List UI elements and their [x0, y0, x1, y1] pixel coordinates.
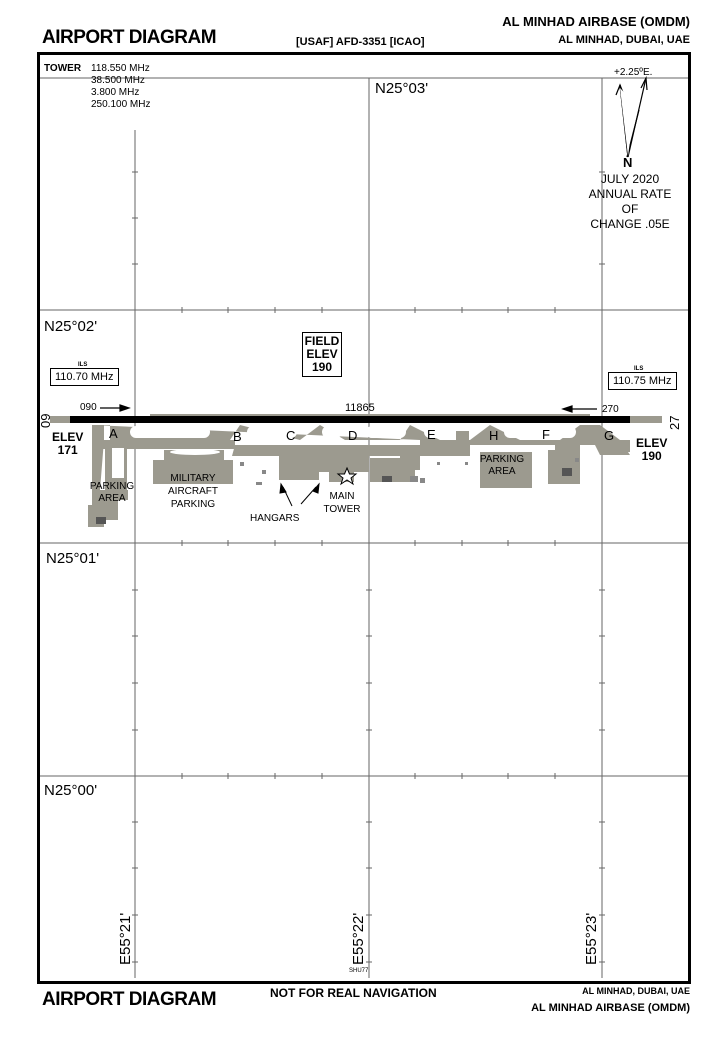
- taxiway-label: B: [233, 429, 242, 444]
- parking-area-east-label: PARKING AREA: [479, 454, 525, 478]
- longitude-label: E55°22': [350, 912, 367, 965]
- diagram-frame: [37, 52, 691, 984]
- taxiway-label: H: [489, 428, 499, 443]
- field-elev-text: FIELD: [304, 334, 340, 348]
- magnetic-date: JULY 2020: [600, 172, 660, 186]
- magnetic-info: JULY 2020 ANNUAL RATE OF CHANGE .05E: [580, 172, 680, 232]
- label-text: MILITARY: [170, 473, 216, 484]
- runway-elevation-west: ELEV 171: [52, 431, 83, 457]
- diagram-title: AIRPORT DIAGRAM: [42, 27, 217, 48]
- tower-freq: 3.800 MHz: [91, 87, 140, 98]
- label-text: MAIN: [329, 491, 355, 502]
- elev-value: 190: [641, 449, 662, 463]
- magnetic-rate: ANNUAL RATE OF: [588, 187, 672, 216]
- label-text: AREA: [98, 493, 126, 504]
- latitude-label: N25°03': [375, 80, 429, 97]
- tower-frequencies: 118.550 MHz 38.500 MHz 3.800 MHz 250.100…: [91, 63, 150, 111]
- airport-name: AL MINHAD AIRBASE (OMDM): [502, 14, 690, 29]
- taxiway-label: A: [109, 426, 118, 441]
- tower-freq: 38.500 MHz: [91, 75, 145, 86]
- latitude-label: N25°00': [44, 782, 98, 799]
- afd-reference: [USAF] AFD-3351 [ICAO]: [296, 36, 425, 48]
- label-text: AIRCRAFT: [168, 486, 218, 497]
- north-label: N: [623, 155, 633, 170]
- taxiway-label: E: [427, 427, 436, 442]
- taxiway-label: C: [286, 428, 296, 443]
- grid-lines: [40, 77, 688, 978]
- main-tower-label: MAIN TOWER: [322, 490, 362, 516]
- label-text: AREA: [488, 466, 516, 477]
- ils-label: ILS: [78, 362, 88, 368]
- longitude-label: E55°21': [117, 912, 134, 965]
- tower-freq: 250.100 MHz: [91, 99, 151, 110]
- ils-frequency-west: 110.70 MHz: [50, 368, 119, 386]
- taxiway-label: F: [542, 427, 550, 442]
- tower-label: TOWER: [44, 63, 82, 74]
- runway-09-27: [70, 416, 630, 423]
- main-tower-icon: [336, 466, 358, 486]
- label-text: TOWER: [323, 504, 361, 515]
- latitude-label: N25°02': [44, 318, 98, 335]
- taxiway-label: G: [604, 428, 615, 443]
- label-text: PARKING: [479, 454, 525, 465]
- field-elev-text: ELEV: [306, 347, 338, 361]
- runway-end-east: 27: [667, 415, 682, 430]
- field-elev-value: 190: [311, 360, 333, 374]
- runway-end-west: 09: [38, 413, 53, 428]
- chart-code: SHU77: [349, 968, 369, 974]
- runway-elevation-east: ELEV 190: [636, 437, 667, 463]
- elev-label: ELEV: [636, 436, 668, 450]
- taxiway-label: D: [348, 428, 358, 443]
- magnetic-variation: +2.25ºE.: [614, 67, 653, 78]
- latitude-label: N25°01': [46, 550, 100, 567]
- airport-location: AL MINHAD, DUBAI, UAE: [558, 34, 690, 46]
- navigation-disclaimer: NOT FOR REAL NAVIGATION: [270, 986, 437, 1000]
- magnetic-rate: CHANGE .05E: [590, 217, 670, 231]
- hangars-label: HANGARS: [250, 513, 300, 524]
- runway-heading-west: 090: [80, 402, 97, 413]
- footer-location: AL MINHAD, DUBAI, UAE: [582, 986, 690, 996]
- label-text: PARKING: [89, 481, 135, 492]
- field-elevation-box: FIELD ELEV 190: [302, 332, 342, 377]
- tower-freq: 118.550 MHz: [91, 63, 150, 74]
- ils-label: ILS: [634, 366, 644, 372]
- runway-length: 11865: [345, 402, 375, 414]
- label-text: PARKING: [170, 499, 216, 510]
- elev-label: ELEV: [52, 430, 84, 444]
- footer-title: AIRPORT DIAGRAM: [42, 989, 217, 1010]
- military-parking-label: MILITARY AIRCRAFT PARKING: [162, 472, 224, 511]
- ils-frequency-east: 110.75 MHz: [608, 372, 677, 390]
- longitude-label: E55°23': [583, 912, 600, 965]
- footer-airport-name: AL MINHAD AIRBASE (OMDM): [531, 1002, 690, 1014]
- parking-area-west-label: PARKING AREA: [88, 481, 136, 505]
- elev-value: 171: [57, 443, 78, 457]
- runway-heading-east: 270: [602, 404, 619, 415]
